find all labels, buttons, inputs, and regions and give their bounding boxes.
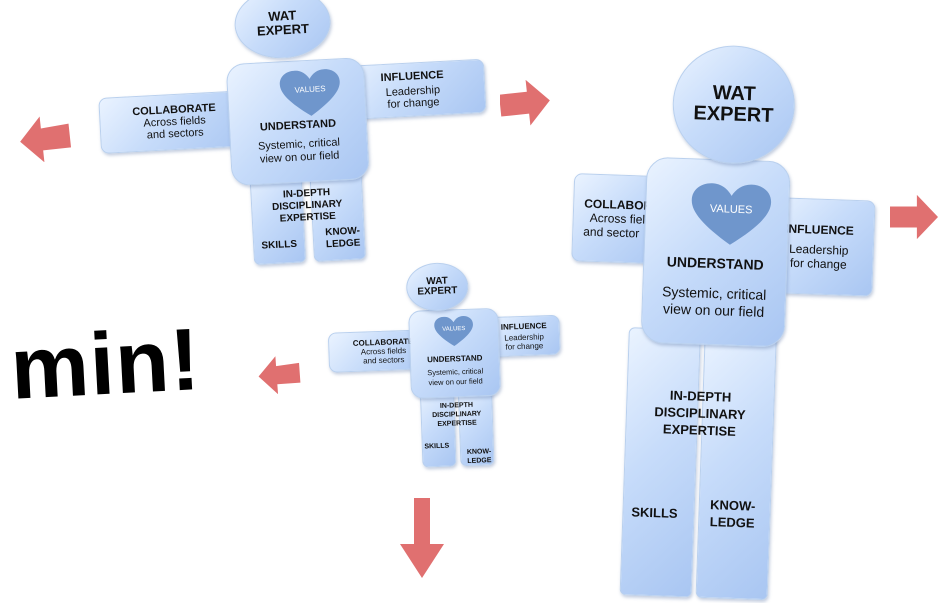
head-line2-large: EXPERT xyxy=(693,102,774,128)
skills-leg xyxy=(619,327,701,598)
knowledge-leg xyxy=(695,329,777,601)
collaborate-sub2: and sectors xyxy=(146,126,204,142)
collaborate-sub2-small: and sectors xyxy=(362,354,405,366)
know-line2-large: LEDGE xyxy=(709,514,755,531)
values-heart-icon xyxy=(434,316,473,347)
influence-sub2: for change xyxy=(387,95,440,111)
head: WAT EXPERT xyxy=(670,43,797,166)
head-line2-small: EXPERT xyxy=(417,285,458,298)
left-arrow-icon xyxy=(20,116,72,162)
influence-sub2-large: for change xyxy=(789,255,847,272)
skills-label-small: SKILLS xyxy=(424,442,450,451)
know-line1-small: KNOW- xyxy=(466,448,492,456)
skills-label-large: SKILLS xyxy=(631,504,678,521)
left-arrow-icon xyxy=(258,356,301,394)
values-heart-icon xyxy=(279,69,340,116)
caption-min: min! xyxy=(8,309,203,418)
influence-sub2-small: for change xyxy=(505,340,544,352)
head: WAT EXPERT xyxy=(405,261,470,312)
values-heart-icon xyxy=(691,183,772,245)
head: WAT EXPERT xyxy=(232,0,333,61)
influence-title: INFLUENCE xyxy=(380,68,444,84)
influence-title-small: INFLUENCE xyxy=(500,320,547,332)
down-arrow-icon xyxy=(400,498,444,578)
right-arrow-icon xyxy=(890,194,938,240)
head-line2: EXPERT xyxy=(256,20,310,39)
know-line2-small: LEDGE xyxy=(467,457,492,465)
right-arrow-icon xyxy=(500,80,550,126)
collaborate-sub2-large: and sector xyxy=(583,224,640,241)
influence-title-large: INFLUENCE xyxy=(784,221,855,238)
know-line1-large: KNOW- xyxy=(709,497,756,514)
